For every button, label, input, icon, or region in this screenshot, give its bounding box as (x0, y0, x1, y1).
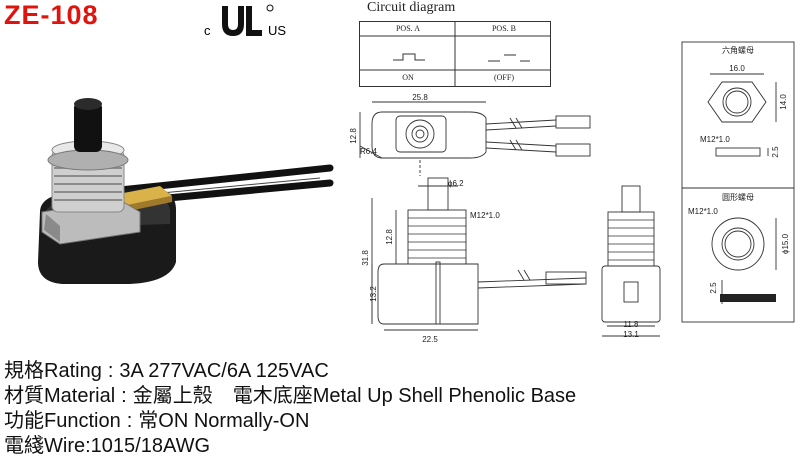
top-view-height-dim: 12.8 (349, 128, 358, 144)
spec-material-en: Material (44, 385, 116, 407)
front-view-thread-dim: M12*1.0 (470, 211, 500, 220)
ul-certification-logo: c US (204, 4, 286, 38)
round-nut-label: 圆形螺母 (722, 192, 754, 202)
front-view-total-height-dim: 31.8 (361, 250, 370, 266)
pos-a-label: POS. A (395, 24, 420, 33)
product-photo-switch (38, 98, 334, 284)
round-nut-diameter-dim: ϕ15.0 (781, 233, 790, 254)
ul-right-letters: US (268, 23, 286, 38)
top-view-width-dim: 25.8 (412, 93, 428, 102)
ul-left-letter: c (204, 23, 211, 38)
round-nut-edge (720, 294, 776, 302)
spec-function-en: Function (44, 410, 121, 432)
front-view-body-width-dim: 22.5 (422, 335, 438, 344)
spec-rating-value: 3A 277VAC/6A 125VAC (119, 360, 329, 382)
spec-wire: 電綫Wire:1015/18AWG (4, 435, 210, 457)
pos-a-state: ON (402, 73, 414, 82)
spec-function-value: 常ON Normally-ON (138, 410, 310, 432)
side-view-width2-dim: 13.1 (623, 330, 639, 339)
top-view-drawing (359, 101, 591, 176)
hex-nut-thickness-dim: 2.5 (771, 146, 780, 158)
front-view-body-height-dim: 13.2 (369, 286, 378, 302)
hex-nut-width-dim: 16.0 (729, 64, 745, 73)
circuit-diagram-title: Circuit diagram (367, 0, 456, 15)
side-view-drawing (601, 185, 661, 337)
spec-function: 功能Function:常ON Normally-ON (4, 410, 310, 432)
round-nut-thread-dim: M12*1.0 (688, 207, 718, 216)
product-title: ZE-108 (4, 0, 99, 30)
spec-rating: 規格Rating:3A 277VAC/6A 125VAC (4, 360, 329, 382)
side-view-width1-dim: 11.8 (624, 320, 640, 329)
round-nut-thickness-dim: 2.5 (709, 282, 718, 294)
hex-nut-label: 六角螺母 (722, 45, 754, 55)
spec-function-cn: 功能 (4, 410, 44, 432)
spec-rating-en: Rating (44, 360, 102, 382)
spec-material: 材質Material:金屬上殼 電木底座Metal Up Shell Pheno… (4, 385, 577, 407)
spec-wire-en: Wire (44, 435, 86, 457)
hex-nut-thread-dim: M12*1.0 (700, 135, 730, 144)
pos-b-label: POS. B (491, 24, 516, 33)
front-view-drawing (371, 177, 587, 331)
front-view-stem-dim: ϕ6.2 (448, 179, 464, 188)
top-view-radius-dim: R6.4 (360, 147, 377, 156)
spec-wire-cn: 電綫 (4, 435, 44, 457)
spec-rating-cn: 規格 (4, 360, 44, 382)
spec-material-cn: 材質 (4, 385, 44, 407)
front-view-thread-height-dim: 12.8 (385, 229, 394, 245)
hex-nut-height-dim: 14.0 (779, 94, 788, 110)
spec-wire-value: 1015/18AWG (90, 435, 210, 457)
circuit-symbols (359, 21, 551, 87)
pos-b-state: (OFF) (493, 73, 514, 82)
spec-material-value: 金屬上殼 電木底座Metal Up Shell Phenolic Base (132, 385, 577, 407)
nut-details-box (681, 41, 795, 323)
